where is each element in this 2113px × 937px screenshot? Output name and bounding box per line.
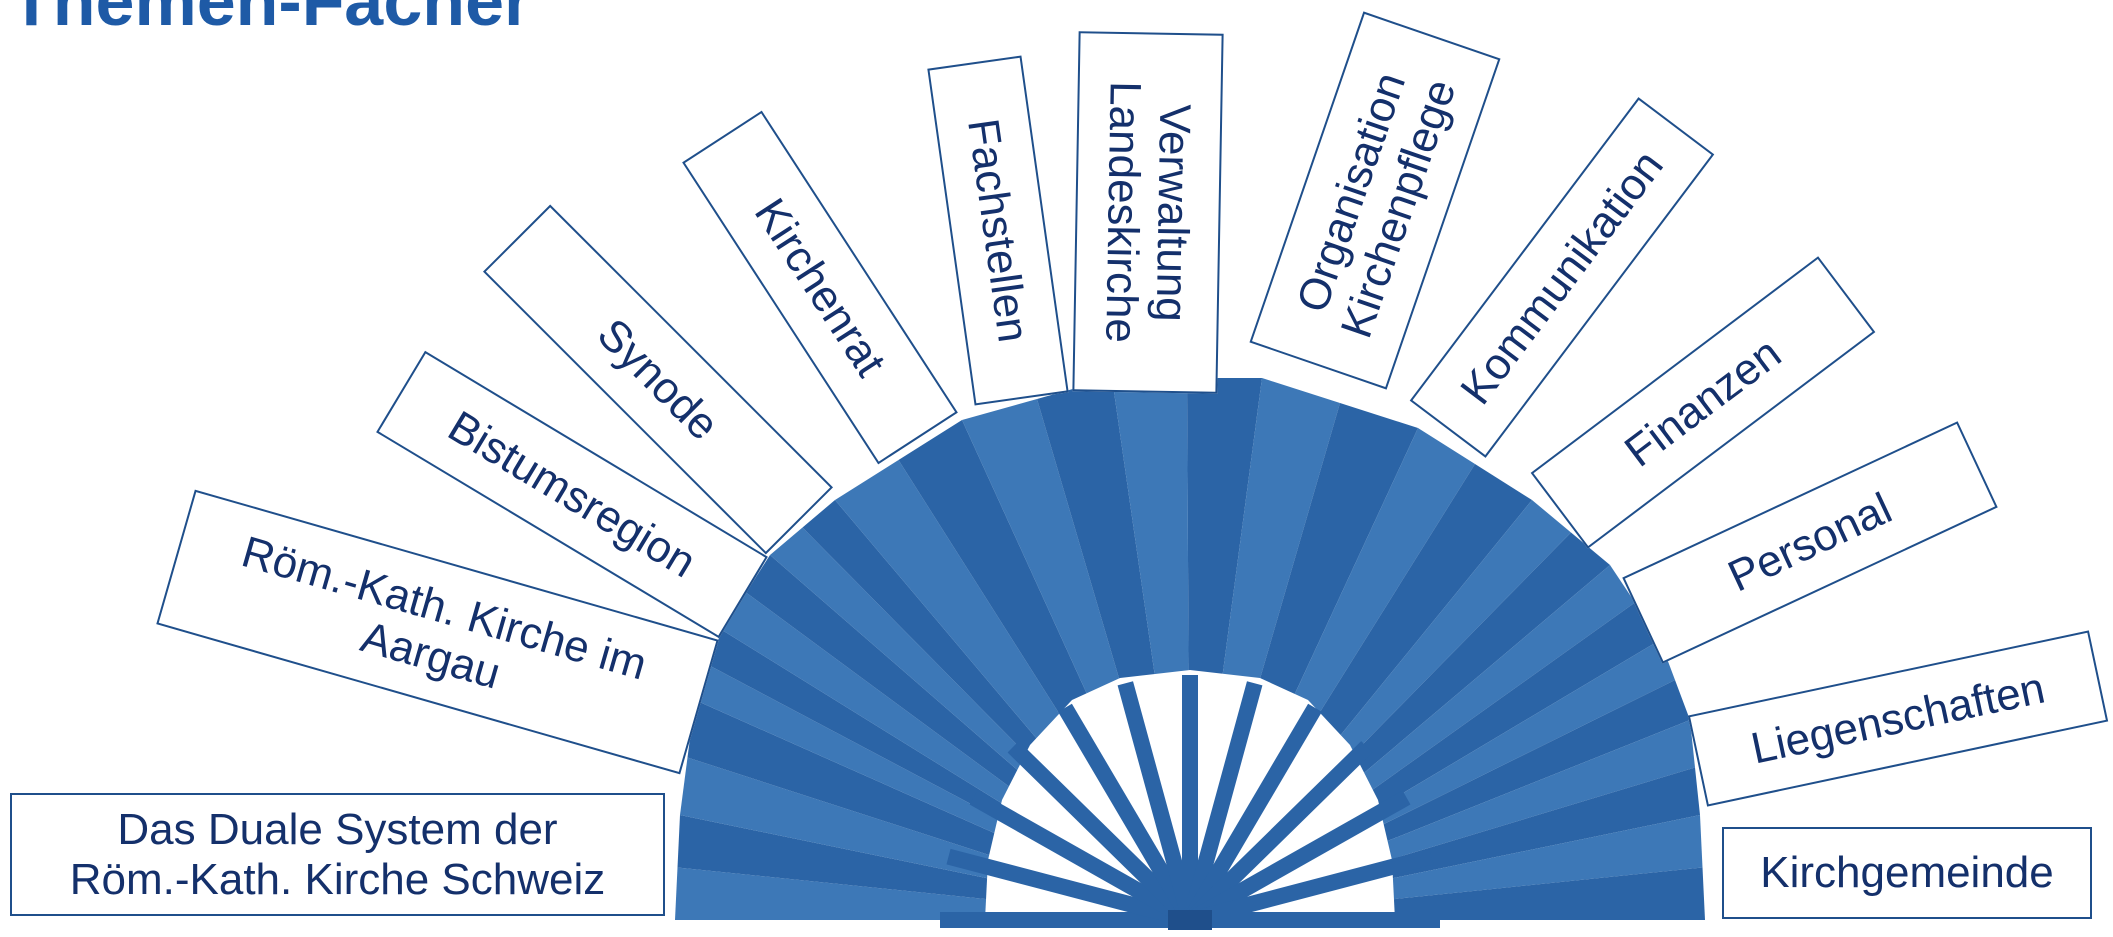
fan-rib (1184, 741, 1373, 926)
fan-rib (969, 790, 1194, 927)
fan-rib (1058, 703, 1197, 925)
fan-rib (1187, 848, 1434, 928)
fan-rib (1183, 703, 1322, 925)
fan-pivot (1168, 910, 1212, 930)
fan-handle (940, 670, 1440, 930)
label-dual-system[interactable]: Das Duale System der Röm.-Kath. Kirche S… (10, 793, 665, 916)
label-kirchgemeinde[interactable]: Kirchgemeinde (1722, 827, 2092, 919)
label-verwaltung-landeskirche[interactable]: Verwaltung Landeskirche (1072, 31, 1224, 394)
fan-rib (1117, 681, 1198, 923)
page-title: Themen-Fächer (10, 0, 532, 40)
fan-rib (1182, 681, 1263, 923)
fan-rib (946, 848, 1193, 928)
fan-rib (1007, 741, 1196, 926)
fan-rib (1186, 790, 1411, 927)
